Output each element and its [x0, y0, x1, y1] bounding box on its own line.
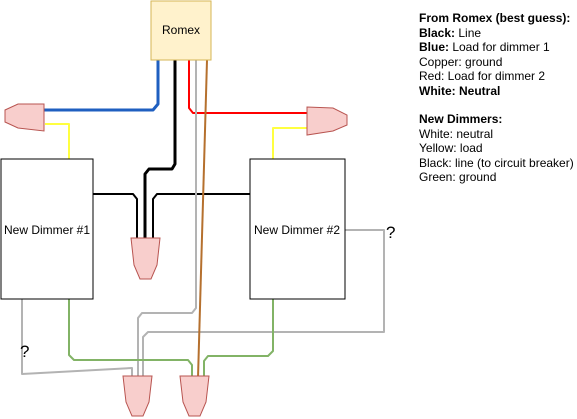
dimmer-2-label: New Dimmer #2: [254, 223, 340, 237]
legend-key: Black:: [419, 25, 456, 40]
wire-black-line-dimmer-2: [152, 193, 250, 241]
legend-dimmer-green: Green: ground: [419, 170, 497, 184]
legend-dimmer-black: Black: line (to circuit breaker): [419, 155, 574, 170]
wire-nut-load-dimmer-2: [306, 106, 348, 136]
wire-nut-neutral: [122, 375, 153, 417]
wire-red-load-dimmer-2: [188, 59, 308, 114]
legend-romex-copper: Copper: ground: [419, 54, 503, 69]
wire-gray-neutral-dimmer-2: [142, 229, 385, 379]
wire-copper-ground-romex: [196, 58, 209, 380]
wire-black-line-dimmer-1: [92, 193, 138, 241]
legend-key: Blue:: [419, 40, 449, 54]
legend-romex-blue: Blue: Load for dimmer 1: [419, 40, 577, 55]
wire-yellow-load-dimmer-2: [272, 127, 310, 159]
legend-value: Line: [455, 25, 482, 40]
unknown-neutral-dimmer-1: ?: [20, 342, 29, 361]
wire-color-legend: From Romex (best guess): Black: Line Blu…: [419, 11, 577, 185]
wire-green-ground-dimmer-1: [68, 298, 193, 379]
legend-dimmer-yellow: Yellow: load: [419, 141, 483, 155]
wire-nut-load-dimmer-1: [4, 103, 45, 132]
legend-romex-white: White: Neutral: [419, 83, 501, 98]
wire-nut-ground: [179, 375, 210, 417]
romex-label: Romex: [162, 23, 200, 37]
wire-gray-neutral-dimmer-1: [21, 298, 133, 379]
legend-dimmer-white: White: neutral: [419, 126, 494, 141]
wire-gray-neutral-romex: [137, 59, 197, 379]
legend-spacer: [419, 98, 577, 112]
wire-green-ground-dimmer-2: [203, 298, 274, 379]
legend-romex-black: Black: Line: [419, 26, 577, 41]
wire-yellow-load-dimmer-1: [45, 123, 70, 159]
wire-blue-load-dimmer-1: [42, 58, 160, 112]
wire-nut-line: [130, 237, 161, 280]
dimmer-1-label: New Dimmer #1: [4, 223, 90, 237]
dimmer-2-box: [249, 158, 346, 300]
dimmer-1-box: [0, 158, 94, 300]
romex-box: [150, 0, 212, 61]
wire-black-line-romex: [143, 58, 177, 242]
legend-romex-red: Red: Load for dimmer 2: [419, 69, 546, 83]
wire-nuts: [4, 103, 348, 417]
legend-value: Load for dimmer 1: [449, 40, 550, 54]
wires: [21, 58, 385, 380]
legend-dimmer-title: New Dimmers:: [419, 112, 503, 126]
legend-romex-title: From Romex (best guess):: [419, 11, 571, 25]
unknown-neutral-dimmer-2: ?: [386, 223, 395, 242]
